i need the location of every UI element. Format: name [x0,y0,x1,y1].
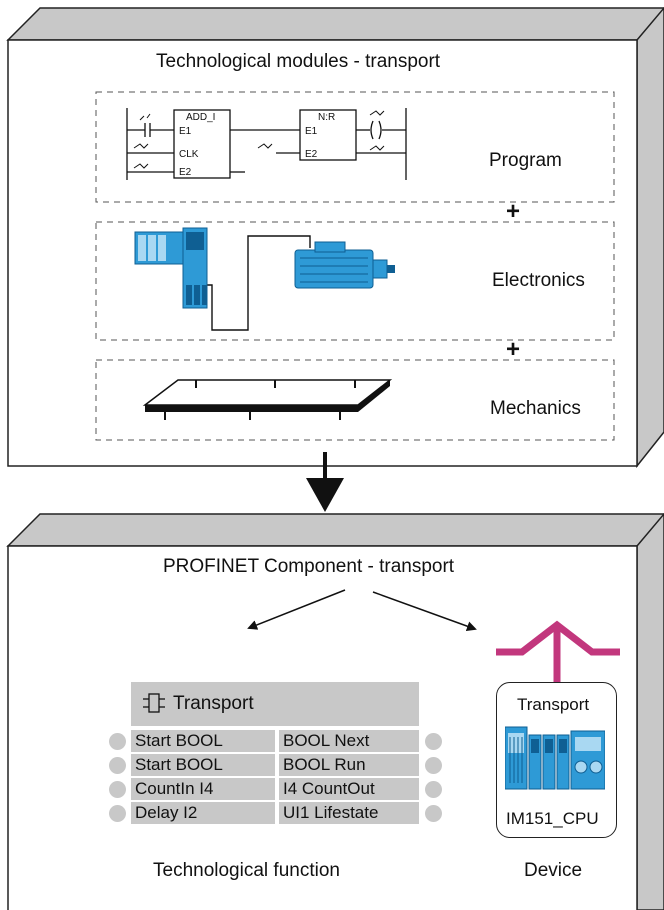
arrow-to-function [247,589,346,630]
electronics-section [95,221,615,341]
device-caption: Device [524,860,583,881]
device-card: Transport IM151_CPU [496,682,617,838]
fb-output-pin-4 [425,805,442,822]
bottom-box-top-face [6,513,664,547]
fb-input-pin-3 [109,781,126,798]
function-block-header: Transport [131,682,419,726]
bottom-box-side-face [636,512,664,910]
fb-input-3: CountIn I4 [131,778,275,800]
mechanics-section [95,359,615,441]
fb-input-pin-4 [109,805,126,822]
function-block-icon [143,693,165,713]
top-box-title: Technological modules - transport [156,51,441,72]
fb-input-4: Delay I2 [131,802,275,824]
drive-motor-icon [134,227,395,331]
electronics-label: Electronics [492,270,585,291]
top-box-side-face [636,6,664,469]
fb-output-4: UI1 Lifestate [279,802,419,824]
bottom-box-title: PROFINET Component - transport [163,556,455,577]
ladder-block1-input-2: CLK [179,149,199,160]
device-title: Transport [517,695,590,714]
top-box-top-face [6,7,664,41]
program-section [95,91,615,203]
fb-output-pin-1 [425,733,442,750]
fb-output-3: I4 CountOut [279,778,419,800]
plus-sign-2: + [506,336,521,363]
mechanics-label: Mechanics [490,398,581,419]
et200-device-icon [505,726,605,790]
fb-input-2: Start BOOL [131,754,275,776]
ladder-block2-title: N:R [318,112,335,123]
function-block-title: Transport [173,693,254,714]
fb-output-2: BOOL Run [279,754,419,776]
fb-output-pin-2 [425,757,442,774]
ladder-block1-input-1: E1 [179,126,192,137]
fb-input-1: Start BOOL [131,730,275,752]
conveyor-icon [142,379,393,420]
ladder-block1-input-3: E2 [179,167,192,178]
program-label: Program [489,150,562,171]
fb-output-1: BOOL Next [279,730,419,752]
transform-arrow [306,452,344,512]
ladder-labels: ADD_I E1 CLK E2 N:R E1 E2 [179,112,335,178]
fb-input-pin-2 [109,757,126,774]
ladder-block2-input-2: E2 [305,149,318,160]
ladder-block1-title: ADD_I [186,112,215,123]
profinet-bus-icon [496,620,620,682]
arrow-to-device [372,591,477,631]
ladder-block2-input-1: E1 [305,126,318,137]
device-name: IM151_CPU [506,809,599,828]
ladder-diagram-icon [126,108,407,180]
fb-output-pin-3 [425,781,442,798]
technological-function-caption: Technological function [153,860,340,881]
fb-input-pin-1 [109,733,126,750]
transport-function-block: Transport [131,682,419,830]
plus-sign-1: + [506,198,521,225]
